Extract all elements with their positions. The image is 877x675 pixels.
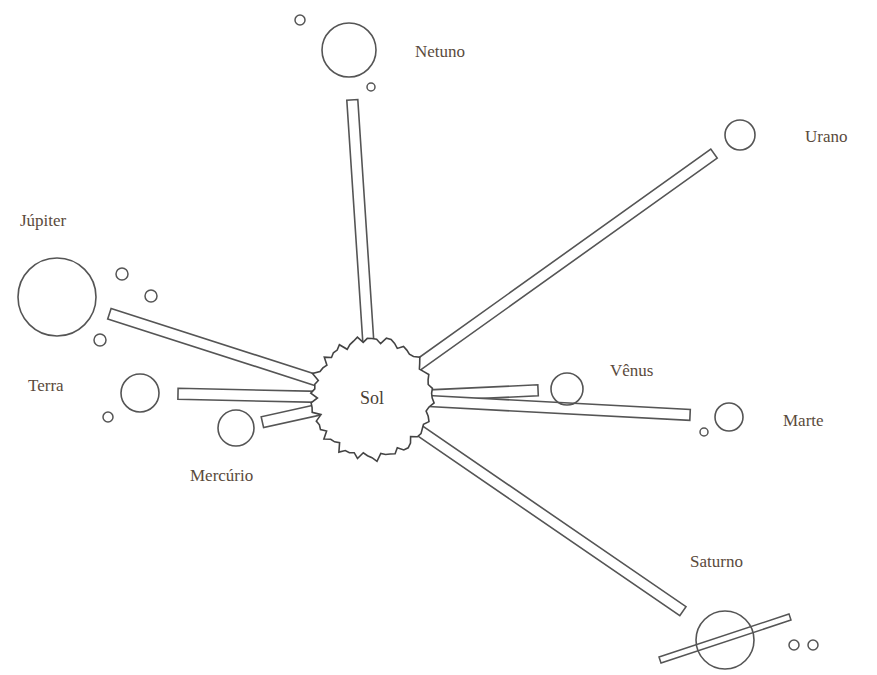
planet-node: Vênus xyxy=(550,372,584,406)
planet-node: Netuno xyxy=(321,22,377,78)
saturn-ring xyxy=(659,614,791,663)
planet-node: Marte xyxy=(714,402,744,432)
moon xyxy=(103,412,113,422)
moon xyxy=(367,83,375,91)
moon xyxy=(295,15,305,25)
planet-circle xyxy=(696,611,754,669)
moon xyxy=(94,334,106,346)
moon xyxy=(808,640,818,650)
moon xyxy=(116,268,128,280)
planet-circle xyxy=(121,374,159,412)
planet-circle xyxy=(18,258,96,336)
planet-outline xyxy=(217,409,255,447)
rod-connector xyxy=(347,100,374,347)
planet-node: Urano xyxy=(724,119,756,151)
moon xyxy=(789,640,799,650)
rod-connector xyxy=(108,309,325,388)
planet-circle xyxy=(218,410,254,446)
planet-node: Saturno xyxy=(695,610,755,670)
moon xyxy=(145,290,157,302)
planet-label: Netuno xyxy=(415,42,465,62)
moon xyxy=(700,428,708,436)
planet-label: Terra xyxy=(28,376,64,396)
planet-circle xyxy=(715,403,743,431)
planet-label: Júpiter xyxy=(20,211,66,231)
planet-label: Mercúrio xyxy=(190,466,253,486)
sun-node: Sol xyxy=(308,334,436,462)
rod-connector xyxy=(424,395,691,420)
planet-outline xyxy=(695,610,755,670)
planet-outline xyxy=(321,22,377,78)
planet-node: Terra xyxy=(120,373,160,413)
planet-label: Saturno xyxy=(690,552,743,572)
planet-node: Mercúrio xyxy=(217,409,255,447)
rod-connector xyxy=(178,388,320,402)
sun-shape xyxy=(311,337,434,461)
rod-connector xyxy=(411,149,717,372)
planet-outline xyxy=(17,257,97,337)
planet-outline xyxy=(714,402,744,432)
planet-label: Marte xyxy=(783,411,824,431)
planet-outline xyxy=(724,119,756,151)
planet-label: Vênus xyxy=(610,361,653,381)
planet-circle xyxy=(725,120,755,150)
planet-circle xyxy=(322,23,376,77)
rod-connector xyxy=(412,423,686,616)
planet-label: Urano xyxy=(805,127,847,147)
planet-node: Júpiter xyxy=(17,257,97,337)
planet-outline xyxy=(120,373,160,413)
planet-outline xyxy=(550,372,584,406)
planet-circle xyxy=(551,373,583,405)
sun-label: Sol xyxy=(360,388,384,409)
